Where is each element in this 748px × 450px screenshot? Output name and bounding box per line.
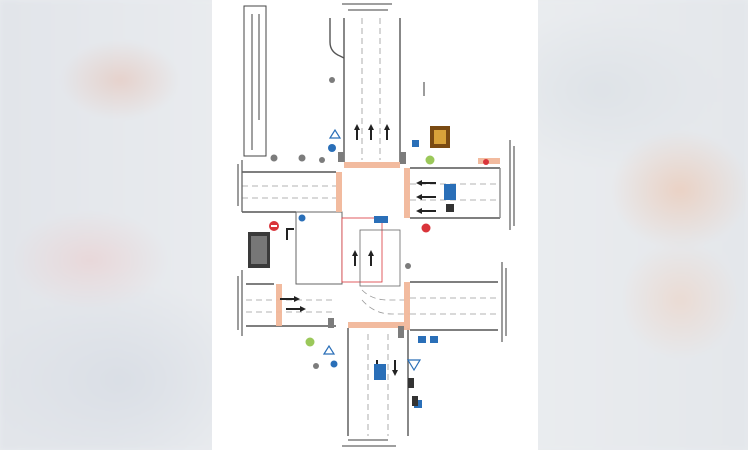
information-board-icon — [330, 360, 338, 368]
lane-arrow-icon — [416, 208, 436, 214]
no-entry-sign-icon — [483, 159, 489, 165]
information-board-panel — [434, 130, 446, 144]
information-board-icon — [430, 336, 438, 343]
lane-arrow-icon — [286, 228, 294, 240]
traffic-light-icon — [319, 157, 325, 163]
legend-box — [243, 5, 267, 157]
crossing-south — [348, 322, 408, 328]
crossing-east-lower — [404, 282, 410, 330]
crossing-east — [404, 168, 410, 218]
lane-arrow-icon — [368, 124, 374, 140]
information-board-icon — [328, 144, 336, 152]
traffic-light-icon — [298, 154, 306, 162]
traffic-light-icon — [400, 152, 406, 164]
give-way-triangle — [406, 359, 422, 372]
blue-signs — [298, 140, 456, 408]
warning-triangle — [328, 128, 342, 139]
central-block-outline — [341, 217, 383, 283]
green-sign — [305, 337, 315, 347]
information-board-icon — [444, 184, 456, 200]
traffic-light-icon — [405, 263, 411, 269]
crossing-west-upper — [336, 172, 342, 212]
lane-arrow-icon — [384, 124, 390, 140]
traffic-light-icon — [398, 326, 404, 338]
marker — [446, 204, 454, 212]
pedestrian-crossings — [276, 158, 500, 330]
traffic-lights — [270, 77, 411, 369]
no-entry-bar — [271, 225, 277, 227]
information-board-icon — [374, 364, 386, 380]
bus-windows — [251, 236, 267, 264]
legend-frame — [243, 5, 267, 157]
lane-arrow-icon — [416, 194, 436, 200]
traffic-light-icon — [313, 363, 319, 369]
information-board-icon — [374, 216, 388, 223]
legend-text-lines — [251, 14, 260, 150]
lane-arrow-icon — [416, 180, 436, 186]
no-entry-sign-icon — [421, 223, 431, 233]
traffic-light-icon — [270, 154, 278, 162]
lane-arrows — [280, 124, 436, 376]
lane-arrow-icon — [368, 250, 374, 266]
lane-arrow-icon — [286, 306, 306, 312]
street-name-labels — [237, 3, 515, 447]
crossing-north — [344, 162, 400, 168]
lane-arrow-icon — [352, 250, 358, 266]
north-bus-bay — [329, 18, 345, 59]
green-sign — [425, 155, 435, 165]
traffic-light-icon — [329, 77, 335, 83]
marker — [408, 378, 414, 388]
crossing-east-far — [478, 158, 500, 164]
markers — [408, 204, 454, 406]
intersection-plan-sheet — [212, 0, 538, 450]
information-board-icon — [412, 140, 419, 147]
information-board-icon — [418, 336, 426, 343]
warning-signs — [322, 128, 422, 372]
marker — [412, 396, 418, 406]
warning-triangle — [322, 344, 336, 355]
median-block — [359, 229, 401, 287]
lane-arrow-icon — [280, 296, 300, 302]
central-block — [295, 211, 343, 285]
lane-arrow-icon — [392, 360, 398, 376]
crossing-west-lower — [276, 284, 282, 326]
green-signs — [305, 155, 435, 347]
bus-icon — [248, 232, 270, 268]
lane-arrow-icon — [354, 124, 360, 140]
information-board-icon — [298, 214, 306, 222]
traffic-light-icon — [328, 318, 334, 328]
intersection-plan — [237, 3, 515, 447]
traffic-light-icon — [338, 152, 344, 162]
